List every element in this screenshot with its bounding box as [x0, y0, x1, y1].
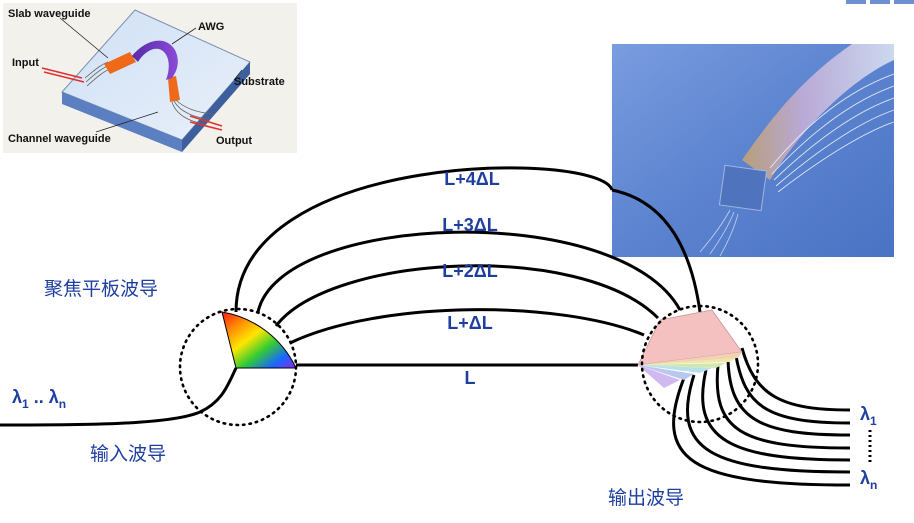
- substrate-side: [182, 62, 250, 152]
- input-lambda-dots: ..: [29, 387, 49, 407]
- inset-awg-array: [132, 40, 178, 80]
- input-waveguide: [0, 367, 238, 427]
- photo-waveguide-fan: [742, 44, 894, 180]
- input-lambda-1-sub: 1: [22, 397, 29, 411]
- input-slab-rainbow: [221, 311, 297, 369]
- focusing-slab-label: 聚焦平板波导: [44, 278, 158, 300]
- inset-slab-right: [168, 76, 180, 102]
- inset-leader-lines: [59, 17, 243, 133]
- output-waveguides: [672, 347, 851, 487]
- inset-label-awg: AWG: [198, 21, 224, 33]
- input-wavelength-label: λ1 .. λn: [12, 387, 66, 411]
- photo-output-lines: [699, 209, 739, 257]
- inset-label-input: Input: [12, 57, 39, 69]
- arm-label-4: L+4ΔL: [444, 169, 499, 189]
- input-slab-dotted-circle: [178, 307, 298, 427]
- inset-label-channel: Channel waveguide: [8, 133, 111, 145]
- photo-slab-chip: [718, 164, 768, 212]
- arm-label-3: L+3ΔL: [442, 215, 497, 235]
- arm-l-plus-2: [274, 264, 660, 327]
- inset-output-arrows: [189, 115, 223, 131]
- substrate-front: [62, 92, 182, 152]
- inset-label-substrate: Substrate: [234, 76, 285, 88]
- photo-waveguide-lines: [769, 73, 895, 193]
- input-waveguide-label: 输入波导: [90, 443, 166, 465]
- output-lambda-n: λ: [860, 468, 870, 488]
- output-slab-color-fan: [638, 352, 742, 388]
- arm-label-0: L: [465, 368, 476, 388]
- output-lambda-n-label: λn: [860, 468, 877, 492]
- arm-l-plus-3: [256, 230, 682, 313]
- inset-label-slab: Slab waveguide: [8, 8, 91, 20]
- input-lambda-n-sub: n: [59, 397, 66, 411]
- input-lambda-1: λ: [12, 387, 22, 407]
- output-lambda-n-sub: n: [870, 478, 877, 492]
- awg-photo: [612, 44, 895, 257]
- input-lambda-n: λ: [49, 387, 59, 407]
- inset-input-arrows: [41, 67, 85, 83]
- corner-decoration: [846, 0, 914, 4]
- output-waveguide-label: 输出波导: [608, 487, 684, 509]
- arm-label-2: L+2ΔL: [442, 261, 497, 281]
- arm-l-plus-1: [289, 308, 645, 345]
- inset-output-waveguides: [171, 99, 215, 125]
- output-lambda-1-label: λ1: [860, 404, 877, 428]
- inset-slab-left: [104, 52, 136, 74]
- output-lambda-1-sub: 1: [870, 414, 877, 428]
- waveguide-lines: [0, 166, 851, 487]
- inset-label-output: Output: [216, 135, 252, 147]
- output-lambda-1: λ: [860, 404, 870, 424]
- output-slab-dotted-circle: [640, 304, 760, 424]
- inset-schematic: Slab waveguide AWG Input Substrate Chann…: [3, 3, 297, 153]
- arm-l-plus-4: [234, 166, 702, 313]
- arm-label-1: L+ΔL: [447, 313, 492, 333]
